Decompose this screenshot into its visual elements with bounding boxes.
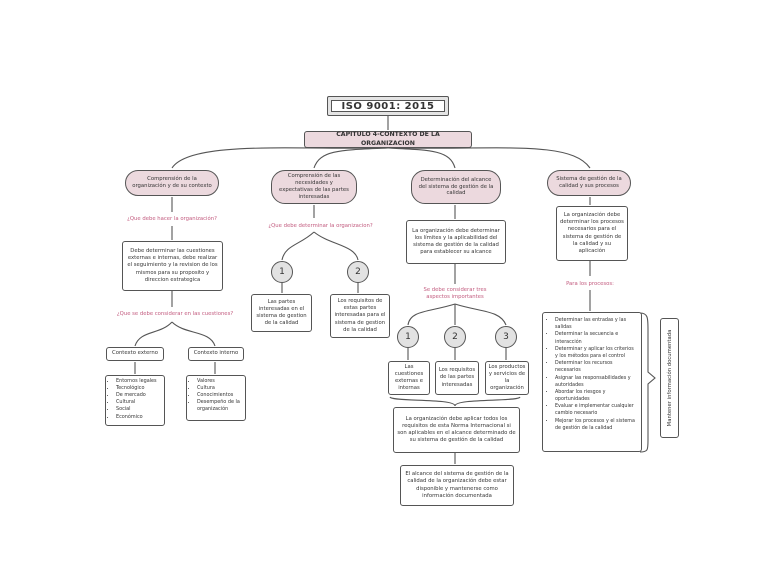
internal-context-list: Valores Cultura Conocimientos Desempeño … xyxy=(186,375,246,421)
branch3-question: Se debe considerar tres aspectos importa… xyxy=(423,287,487,300)
branch3-title: Determinación del alcance del sistema de… xyxy=(411,170,501,204)
branch1-answer: Debe determinar las cuestiones externas … xyxy=(122,241,223,291)
title-text: ISO 9001: 2015 xyxy=(341,100,435,112)
list-item: Abordar los riesgos y oportunidades xyxy=(555,389,637,403)
title-box: ISO 9001: 2015 xyxy=(327,96,449,116)
branch3-circle-1: 1 xyxy=(397,326,419,348)
branch1-question1: ¿Que debe hacer la organización? xyxy=(127,216,217,222)
list-item: Cultura xyxy=(197,385,243,392)
branch3-apply: La organización debe aplicar todos los r… xyxy=(393,407,520,453)
branch4-side-box: Mantener información documentada xyxy=(660,318,679,438)
list-item: Entornos legales xyxy=(116,378,162,385)
branch3-item2: Los requisitos de las partes interesadas xyxy=(435,361,479,395)
list-item: Determinar los recursos necesarios xyxy=(555,360,637,374)
list-item: Evaluar e implementar cualquier cambio n… xyxy=(555,403,637,417)
list-item: Determinar las entradas y las salidas xyxy=(555,317,637,331)
branch2-title: Comprensión de las necesidades y expecta… xyxy=(271,170,357,204)
branch4-side-text: Mantener información documentada xyxy=(666,329,673,427)
list-item: Determinar y aplicar los criterios y los… xyxy=(555,346,637,360)
branch3-circle-2: 2 xyxy=(444,326,466,348)
branch2-circle-1: 1 xyxy=(271,261,293,283)
branch4-question: Para los procesos: xyxy=(566,281,614,287)
branch2-item2: Los requisitos de estas partes interesad… xyxy=(330,294,390,338)
list-item: Determinar la secuencia e interacción xyxy=(555,331,637,345)
list-item: De mercado xyxy=(116,392,162,399)
branch3-item3: Los productos y servicios de la organiza… xyxy=(485,361,529,395)
branch1-question2: ¿Que se debe considerar en las cuestione… xyxy=(116,311,234,317)
internal-context-box: Contexto interno xyxy=(188,347,244,361)
branch4-title: Sistema de gestión de la calidad y sus p… xyxy=(547,170,631,196)
list-item: Cultural xyxy=(116,399,162,406)
list-item: Mejorar los procesos y el sistema de ges… xyxy=(555,418,637,432)
list-item: Desempeño de la organización xyxy=(197,399,243,413)
branch3-circle-3: 3 xyxy=(495,326,517,348)
branch2-circle-2: 2 xyxy=(347,261,369,283)
external-context-box: Contexto externo xyxy=(106,347,164,361)
list-item: Valores xyxy=(197,378,243,385)
list-item: Social xyxy=(116,406,162,413)
list-item: Conocimientos xyxy=(197,392,243,399)
branch3-final: El alcance del sistema de gestión de la … xyxy=(400,465,514,506)
branch2-question: ¿Que debe determinar la organizacion? xyxy=(268,223,373,229)
list-item: Asignar las responsabilidades y autorida… xyxy=(555,375,637,389)
external-context-list: Entornos legales Tecnológico De mercado … xyxy=(105,375,165,426)
branch4-process-list: Determinar las entradas y las salidas De… xyxy=(542,312,642,452)
chapter-box: CAPITULO 4-CONTEXTO DE LA ORGANIZACION xyxy=(304,131,472,148)
branch3-answer: La organización debe determinar los lími… xyxy=(406,220,506,264)
branch1-title: Comprensión de la organización y de su c… xyxy=(125,170,219,196)
branch2-item1: Las partes interesadas en el sistema de … xyxy=(251,294,312,332)
list-item: Tecnológico xyxy=(116,385,162,392)
branch3-item1: Las cuestiones externas e internas xyxy=(388,361,430,395)
branch4-answer: La organización debe determinar los proc… xyxy=(556,206,628,261)
chapter-text: CAPITULO 4-CONTEXTO DE LA ORGANIZACION xyxy=(336,131,440,147)
list-item: Económico xyxy=(116,414,162,421)
